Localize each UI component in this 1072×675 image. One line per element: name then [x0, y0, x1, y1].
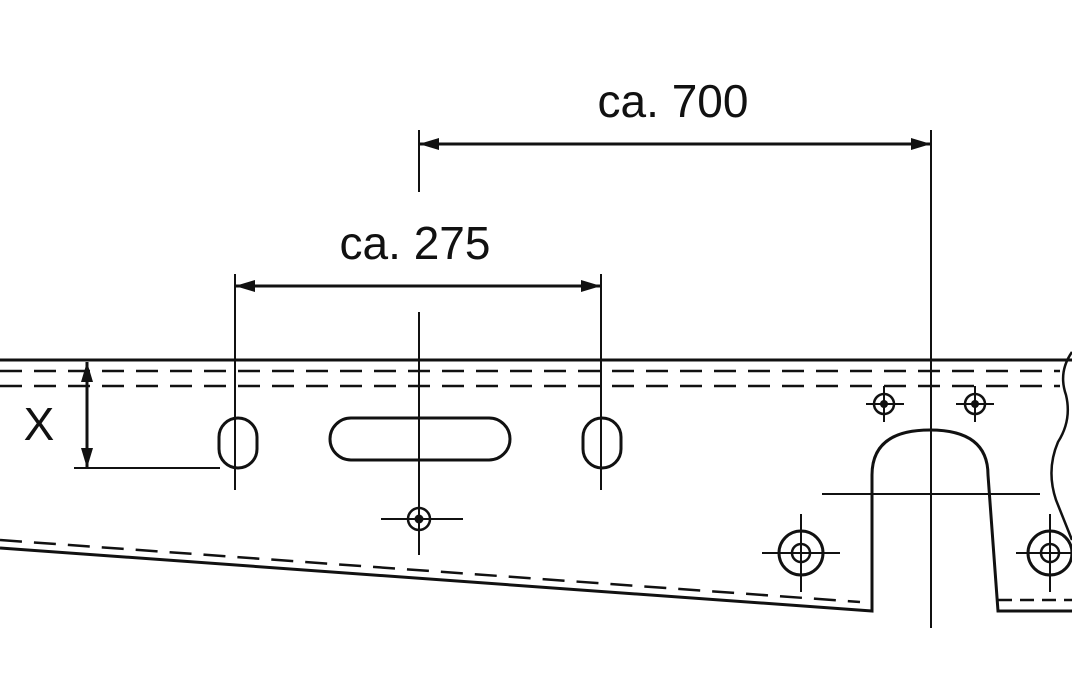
- hole-small-1: [381, 506, 463, 532]
- slot-long-center: [328, 416, 512, 462]
- hole-large-left: [762, 514, 840, 592]
- hole-small-2: [866, 386, 904, 422]
- slot-left: [217, 416, 259, 470]
- hole-small-3: [956, 386, 994, 422]
- hole-large-right: [1016, 514, 1072, 592]
- slots: [217, 416, 623, 470]
- dimension-inner-spacing: ca. 275: [234, 217, 602, 490]
- dimension-label-275: ca. 275: [340, 217, 491, 269]
- dimension-outer-spacing: ca. 700: [418, 75, 931, 192]
- slot-right: [581, 416, 623, 470]
- dimension-height-x: X: [24, 362, 220, 469]
- bracket-right-break-edge: [1050, 351, 1072, 541]
- bracket-hidden-line-bottom: [0, 538, 861, 604]
- dimension-label-x: X: [24, 398, 55, 450]
- dimension-label-700: ca. 700: [598, 75, 749, 127]
- centre-lines: [418, 130, 1040, 628]
- bracket-bottom-edge: [0, 428, 1072, 613]
- bracket-outline: [0, 351, 1072, 613]
